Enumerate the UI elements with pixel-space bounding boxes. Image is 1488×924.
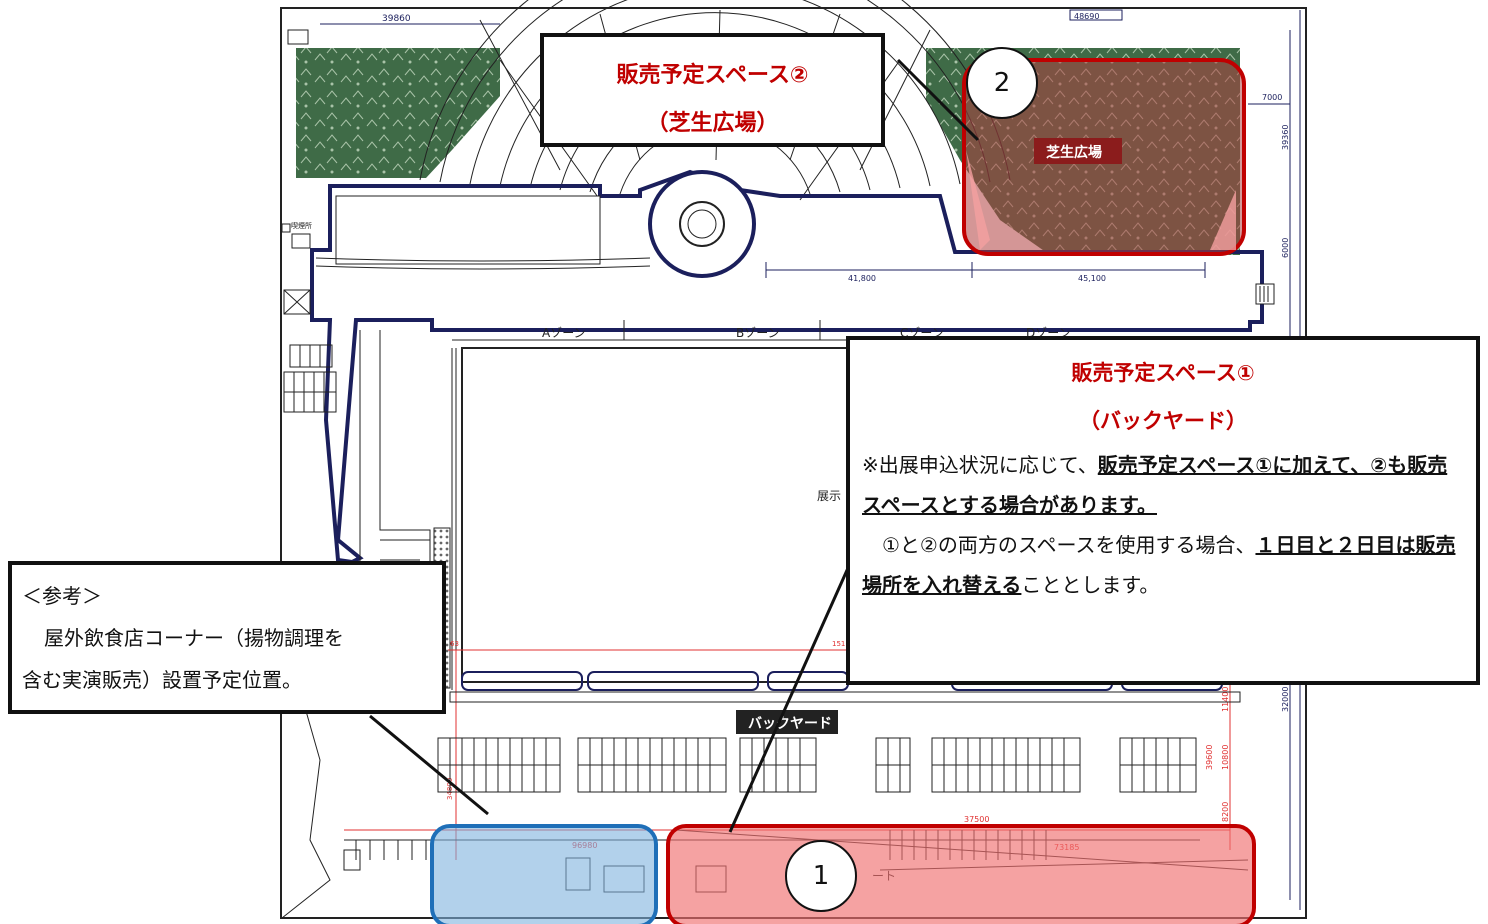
callout-space-2: 販売予定スペース② （芝生広場） [540, 33, 885, 147]
leader-space-1 [728, 567, 850, 833]
dim-bottom-2: 37500 [964, 815, 989, 824]
building-outline [310, 169, 1264, 565]
lawn-label: 芝生広場 [1046, 144, 1102, 161]
callout-space-1-title: 販売予定スペース① [1071, 361, 1255, 385]
sales-space-1-highlight [666, 824, 1256, 924]
dim-top-label: 39860 [382, 14, 411, 24]
dim-side-1: 7000 [1262, 93, 1282, 102]
swap-post: こととします。 [1021, 573, 1160, 597]
reference-line-1: 屋外飲食店コーナー（揚物調理を [44, 626, 344, 650]
zone-a-label: Aゾーン [542, 326, 586, 340]
mid-dimension: 41,800 45,100 [765, 262, 1206, 283]
leader-space-2 [896, 58, 980, 142]
top-dimension: 39860 48690 [320, 9, 1123, 25]
note-pre: ※出展申込状況に応じて、 [862, 453, 1098, 477]
callout-space-1-swap: ①と②の両方のスペースを使用する場合、１日目と２日目は販売場所を入れ替えることと… [862, 525, 1464, 605]
backyard-label-box [736, 710, 838, 734]
lawn-label-box [1034, 138, 1122, 164]
leader-reference [369, 714, 489, 816]
reference-heading: ＜参考＞ [22, 584, 102, 608]
marker-2: 2 [966, 47, 1038, 119]
food-corner-highlight [430, 824, 658, 924]
reference-line-2: 含む実演販売）設置予定位置。 [22, 668, 302, 692]
backyard-label: バックヤード [748, 716, 832, 732]
hall-label: 展示 [817, 489, 841, 503]
dim-side-7: 10800 [1221, 745, 1230, 770]
marker-1: 1 [785, 840, 857, 912]
dim-mid-label: 151 [832, 640, 845, 648]
dim-side-3: 6000 [1281, 238, 1290, 258]
dim-b-label: 45,100 [1078, 274, 1106, 283]
callout-space-1-note: ※出展申込状況に応じて、販売予定スペース①に加えて、②も販売スペースとする場合が… [862, 445, 1464, 525]
callout-space-2-subtitle: （芝生広場） [646, 111, 779, 136]
dim-side-2: 39360 [1281, 125, 1290, 150]
exhibition-hall [461, 347, 883, 683]
smoking-label: 喫煙所 [291, 221, 312, 230]
callout-space-2-title: 販売予定スペース② [616, 63, 809, 88]
swap-bold: １日目と２日目は販売場所を入れ替える [862, 533, 1456, 597]
callout-space-1-subtitle: （バックヤード） [1079, 409, 1247, 433]
zone-b-label: Bゾーン [736, 326, 780, 340]
lawn-left [296, 48, 500, 178]
backyard-stalls [437, 737, 1197, 793]
dim-side-6: 39600 [1205, 745, 1214, 770]
swap-pre: ①と②の両方のスペースを使用する場合、 [862, 533, 1256, 557]
dim-side-8: 8200 [1221, 802, 1230, 822]
dim-side-4: 32000 [1281, 687, 1290, 712]
callout-space-1: 販売予定スペース① （バックヤード） ※出展申込状況に応じて、販売予定スペース①… [846, 336, 1480, 685]
reference-callout: ＜参考＞ 屋外飲食店コーナー（揚物調理を 含む実演販売）設置予定位置。 [8, 561, 446, 714]
dim-top-right-label: 48690 [1074, 12, 1099, 21]
dim-a-label: 41,800 [848, 274, 876, 283]
dim-mid-left-label: 63 [450, 640, 459, 648]
note-bold: 販売予定スペース①に加えて、②も販売スペースとする場合があります。 [862, 453, 1448, 517]
dim-side-5: 11400 [1221, 687, 1230, 712]
